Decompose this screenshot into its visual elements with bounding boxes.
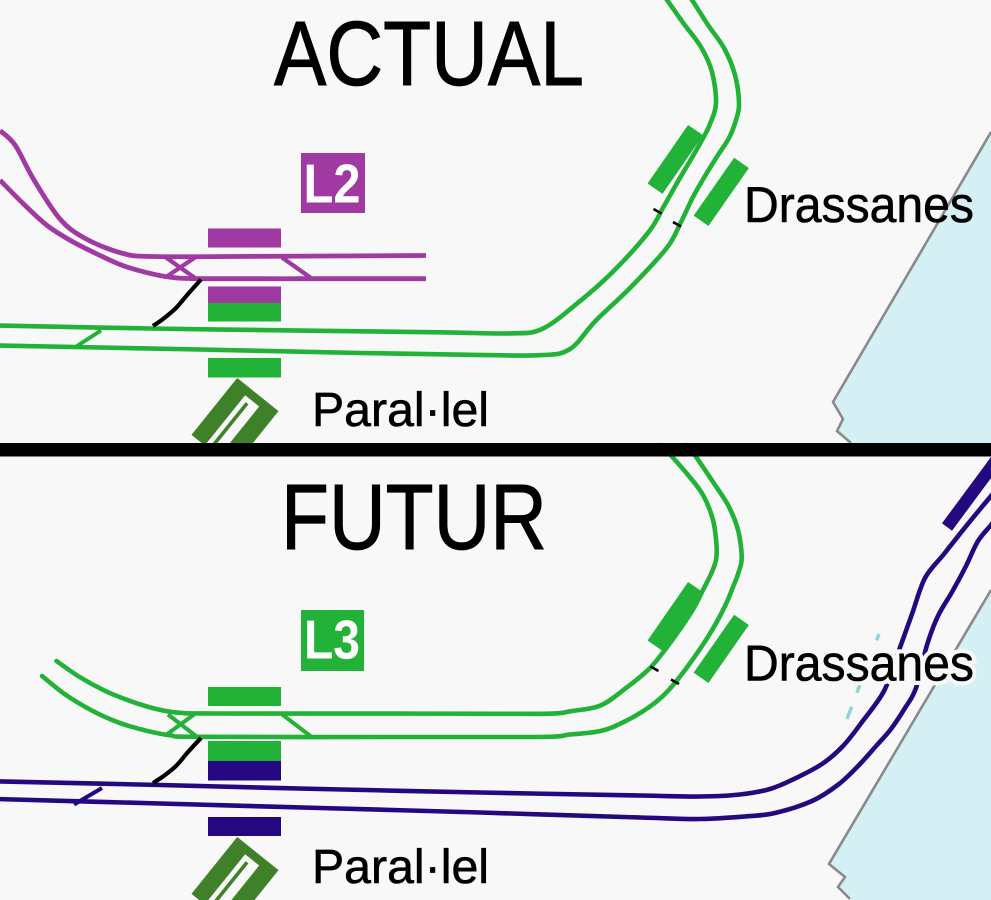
svg-text:L3: L3 (304, 609, 360, 671)
svg-text:Paral·lel: Paral·lel (312, 841, 489, 894)
svg-text:L2: L2 (304, 153, 361, 215)
svg-text:FUTUR: FUTUR (281, 465, 547, 569)
svg-text:Drassanes: Drassanes (744, 635, 974, 692)
svg-text:Drassanes: Drassanes (744, 635, 974, 692)
svg-text:ACTUAL: ACTUAL (274, 3, 584, 105)
svg-text:Paral·lel: Paral·lel (312, 384, 489, 437)
svg-text:Drassanes: Drassanes (744, 176, 974, 233)
